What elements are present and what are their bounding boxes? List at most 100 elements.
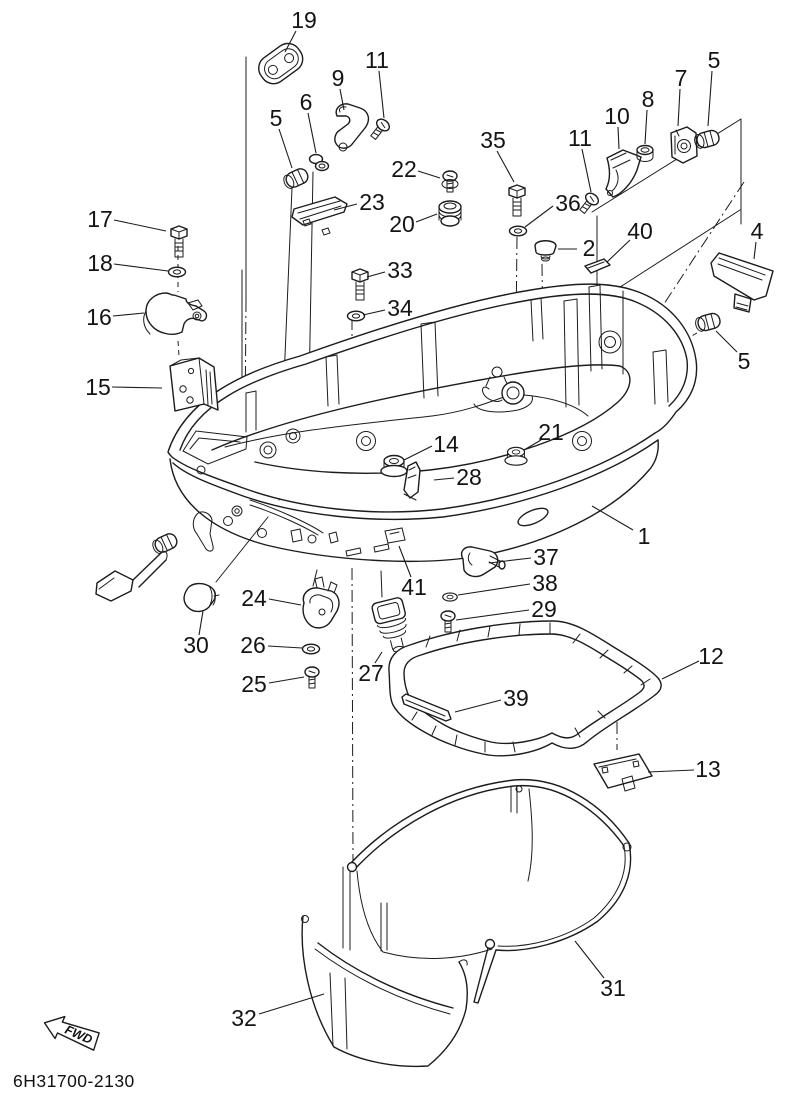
callout-leader <box>591 505 634 531</box>
callout-number: 12 <box>698 643 724 669</box>
callout-18-6: 18 <box>87 250 169 276</box>
callout-leader <box>455 609 530 621</box>
part-10-bracket <box>605 149 642 198</box>
callout-leader <box>496 150 515 183</box>
callout-number: 5 <box>708 47 721 73</box>
callout-32-42: 32 <box>231 993 325 1031</box>
callout-2-21: 2 <box>558 235 595 261</box>
callout-leader <box>415 213 438 223</box>
callout-leader <box>333 203 358 211</box>
callout-leader <box>111 386 163 389</box>
pan-front-slot <box>517 507 549 527</box>
pan-bosses <box>196 330 622 475</box>
part-5-clamp-topright <box>692 128 722 151</box>
callout-leader <box>574 940 605 979</box>
callout-leader <box>278 128 293 169</box>
callout-leader <box>457 583 531 596</box>
part-18-washer <box>167 266 187 278</box>
callout-leader <box>113 219 167 232</box>
part-9-clamp-bracket <box>334 103 370 152</box>
callout-5-20: 5 <box>707 47 721 127</box>
callout-leader <box>677 88 681 127</box>
callout-36-15: 36 <box>524 190 581 228</box>
callout-37-29: 37 <box>488 544 559 570</box>
callout-27-36: 27 <box>358 651 384 686</box>
callout-number: 7 <box>675 65 688 91</box>
callout-leader <box>403 445 433 461</box>
part-13-plate <box>593 753 653 792</box>
part-5-clamp-topleft <box>280 165 311 192</box>
callout-35-14: 35 <box>480 127 515 183</box>
part-17-bolt <box>170 225 188 258</box>
callout-number: 38 <box>532 570 558 596</box>
callout-23-10: 23 <box>333 189 385 215</box>
callout-28-27: 28 <box>433 464 482 490</box>
callout-7-19: 7 <box>675 65 688 127</box>
part-22-screw <box>441 170 459 193</box>
part-32-apron-front <box>301 915 468 1068</box>
callout-9-2: 9 <box>332 65 345 111</box>
part-36-washer <box>508 225 528 237</box>
callout-number: 26 <box>240 632 266 658</box>
callout-leader <box>606 239 631 263</box>
callout-17-5: 17 <box>87 206 167 232</box>
callout-10-17: 10 <box>604 103 630 150</box>
callout-number: 39 <box>503 685 529 711</box>
callout-leader <box>417 170 441 179</box>
part-23-bar <box>291 196 348 236</box>
part-34-washer <box>346 310 366 322</box>
callout-4-23: 4 <box>751 218 764 260</box>
callout-number: 9 <box>332 65 345 91</box>
callout-number: 19 <box>291 7 317 33</box>
callout-5-4: 5 <box>270 105 293 169</box>
callout-31-41: 31 <box>574 940 626 1001</box>
callout-leader <box>753 241 757 260</box>
callout-19-0: 19 <box>284 7 317 53</box>
part-11-screw-top <box>366 116 393 143</box>
callout-number: 31 <box>600 975 626 1001</box>
callout-14-25: 14 <box>403 431 459 461</box>
callout-30-33: 30 <box>183 610 209 658</box>
callout-leader <box>258 993 325 1015</box>
callout-21-26: 21 <box>523 419 564 451</box>
part-2-grommet <box>534 240 557 262</box>
callout-13-40: 13 <box>647 756 721 782</box>
callout-number: 28 <box>456 464 482 490</box>
part-27-grommet <box>371 597 407 653</box>
callout-number: 14 <box>433 431 459 457</box>
callout-number: 41 <box>401 574 427 600</box>
callout-number: 34 <box>387 295 413 321</box>
callout-number: 6 <box>300 89 313 115</box>
callout-number: 8 <box>642 86 655 112</box>
callout-number: 40 <box>627 218 653 244</box>
callout-number: 13 <box>695 756 721 782</box>
callout-leader <box>617 126 620 150</box>
part-38-washer <box>442 592 458 602</box>
callout-5-24: 5 <box>715 330 751 374</box>
part-41-latch-plate <box>384 527 406 544</box>
callout-number: 24 <box>241 585 267 611</box>
callout-38-30: 38 <box>457 570 558 596</box>
callout-29-37: 29 <box>455 596 557 622</box>
callout-number: 32 <box>231 1005 257 1031</box>
callout-33-12: 33 <box>366 257 413 283</box>
callout-number: 10 <box>604 103 630 129</box>
callout-6-3: 6 <box>300 89 317 154</box>
callout-number: 5 <box>270 105 283 131</box>
callout-number: 30 <box>183 632 209 658</box>
callout-leader <box>523 439 542 451</box>
callout-leader <box>378 70 385 119</box>
callout-number: 5 <box>738 348 751 374</box>
callout-number: 29 <box>531 596 557 622</box>
callout-number: 17 <box>87 206 113 232</box>
callout-leader <box>661 660 700 680</box>
callout-number: 37 <box>533 544 559 570</box>
callout-24-32: 24 <box>241 585 302 611</box>
part-29-screw <box>440 610 456 633</box>
part-40-shim-plate <box>584 258 611 274</box>
callout-leader <box>268 598 302 606</box>
part-4-handle-bar <box>710 252 774 313</box>
part-5-clamp-right <box>693 311 723 334</box>
